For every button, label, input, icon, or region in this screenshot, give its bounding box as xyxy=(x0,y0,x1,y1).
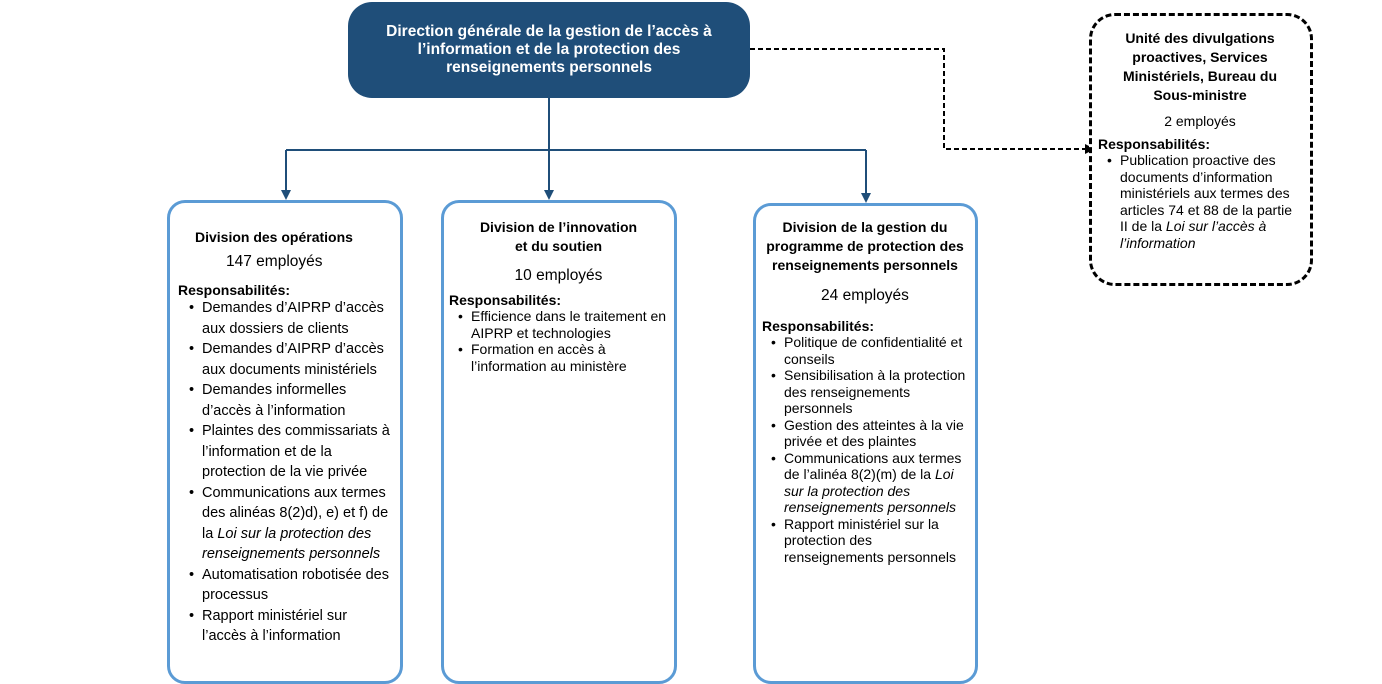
operations-division-count: 147 employés xyxy=(226,253,323,270)
list-item: Plaintes des commissariats à l’informati… xyxy=(189,421,392,483)
proactive-responsibilities-list: Publication proactive des documents d’in… xyxy=(1098,152,1302,251)
innovation-division-count: 10 employés xyxy=(514,267,603,284)
director-general-box: Direction générale de la gestion de l’ac… xyxy=(348,2,750,98)
proactive-unit-title: Unité des divulgations proactives, Servi… xyxy=(1122,30,1278,103)
proactive-disclosure-unit-box: Unité des divulgations proactives, Servi… xyxy=(1089,13,1313,286)
list-item: Efficience dans le traitement en AIPRP e… xyxy=(458,308,668,341)
innovation-division-title: Division de l’innovation et du soutien xyxy=(479,219,638,254)
list-item: Rapport ministériel sur la protection de… xyxy=(771,516,968,566)
list-item: Gestion des atteintes à la vie privée et… xyxy=(771,417,968,450)
innovation-responsibilities-list: Efficience dans le traitement en AIPRP e… xyxy=(449,308,668,374)
list-item: Demandes d’AIPRP d’accès aux documents m… xyxy=(189,339,392,380)
director-general-title: Direction générale de la gestion de l’ac… xyxy=(386,23,712,76)
list-item: Sensibilisation à la protection des rens… xyxy=(771,367,968,417)
innovation-division-box: Division de l’innovation et du soutien 1… xyxy=(441,200,677,684)
operations-responsibilities-list: Demandes d’AIPRP d’accès aux dossiers de… xyxy=(178,298,392,647)
privacy-responsibilities-list: Politique de confidentialité et conseils… xyxy=(762,334,968,565)
list-item: Rapport ministériel sur l’accès à l’info… xyxy=(189,606,392,647)
list-item: Demandes d’AIPRP d’accès aux dossiers de… xyxy=(189,298,392,339)
operations-responsibilities-label: Responsabilités: xyxy=(178,281,291,298)
privacy-division-title: Division de la gestion du programme de p… xyxy=(766,219,964,273)
privacy-responsibilities-label: Responsabilités: xyxy=(762,317,875,334)
list-item: Demandes informelles d’accès à l’informa… xyxy=(189,380,392,421)
dashed-connector-proactive xyxy=(750,48,1095,154)
proactive-unit-count: 2 employés xyxy=(1164,113,1236,129)
list-item: Publication proactive des documents d’in… xyxy=(1107,152,1302,251)
innovation-responsibilities-label: Responsabilités: xyxy=(449,291,562,308)
list-item: Communications aux termes des alinéas 8(… xyxy=(189,483,392,565)
operations-division-title: Division des opérations xyxy=(195,229,353,245)
operations-division-box: Division des opérations 147 employés Res… xyxy=(167,200,403,684)
list-item: Formation en accès à l’information au mi… xyxy=(458,341,668,374)
list-item: Automatisation robotisée des processus xyxy=(189,565,392,606)
list-item: Communications aux termes de l’alinéa 8(… xyxy=(771,450,968,516)
list-item: Politique de confidentialité et conseils xyxy=(771,334,968,367)
privacy-division-count: 24 employés xyxy=(821,287,909,304)
proactive-responsibilities-label: Responsabilités: xyxy=(1098,135,1211,152)
privacy-division-box: Division de la gestion du programme de p… xyxy=(753,203,978,684)
